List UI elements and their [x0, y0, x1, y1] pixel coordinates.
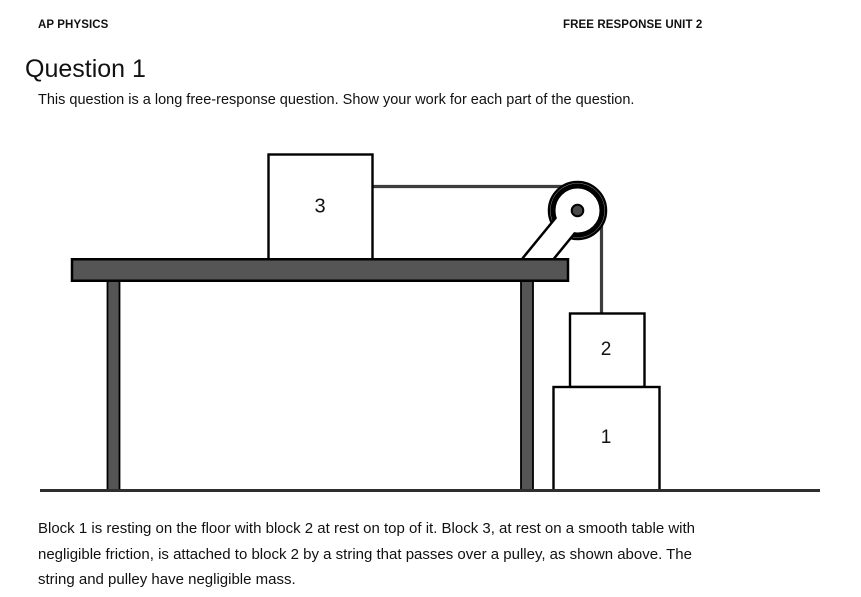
- table-left-leg: [106, 269, 121, 492]
- course-header: AP PHYSICS: [38, 19, 109, 31]
- block-1: [552, 385, 661, 492]
- problem-description: Block 1 is resting on the floor with blo…: [38, 516, 695, 593]
- question-instructions: This question is a long free-response qu…: [38, 92, 635, 108]
- block-1-label: 1: [600, 427, 612, 448]
- tabletop: [70, 258, 570, 282]
- description-line: negligible friction, is attached to bloc…: [38, 545, 692, 563]
- block-3: [267, 153, 374, 262]
- table-right-leg: [520, 269, 534, 492]
- description-line: string and pulley have negligible mass.: [38, 571, 296, 588]
- description-line: Block 1 is resting on the floor with blo…: [38, 520, 695, 537]
- pulley-axle-icon: [570, 203, 585, 218]
- block-2-label: 2: [600, 339, 612, 360]
- question-title: Question 1: [25, 55, 146, 83]
- block-3-label: 3: [314, 195, 326, 218]
- unit-header: FREE RESPONSE UNIT 2: [563, 19, 703, 31]
